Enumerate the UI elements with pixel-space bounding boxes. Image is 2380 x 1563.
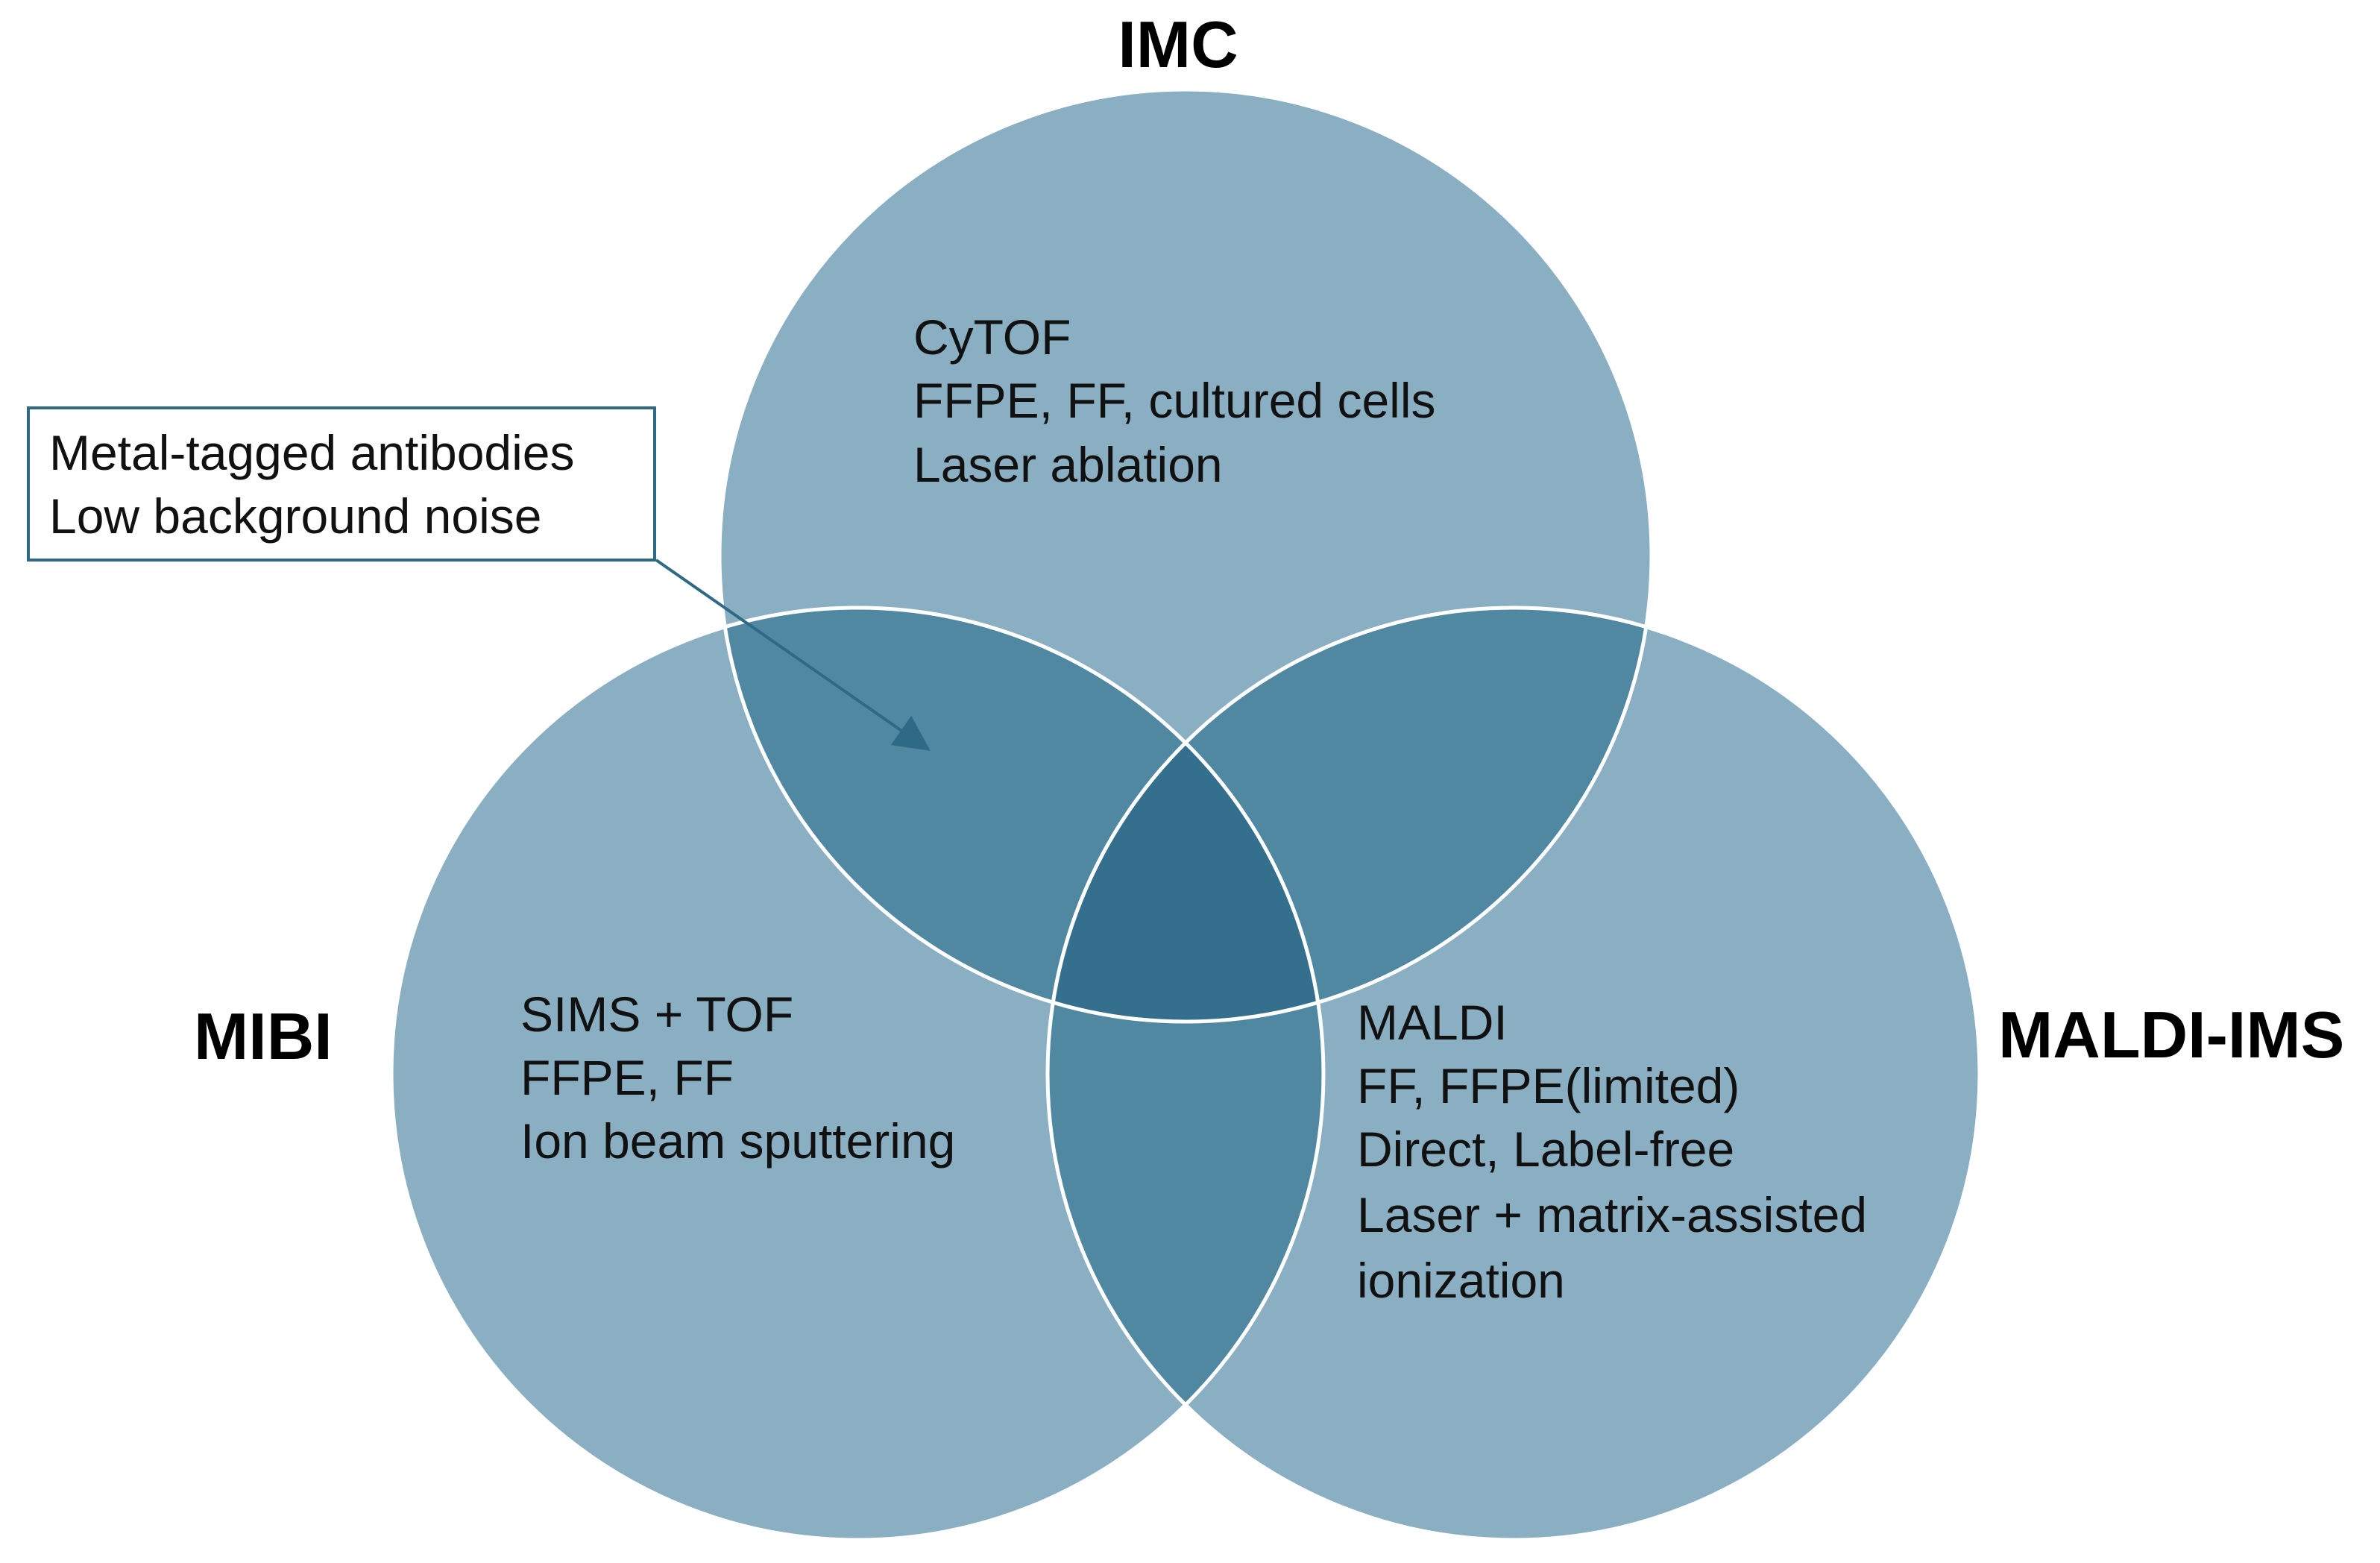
imc-maldi-overlap xyxy=(1048,608,1652,1022)
mibi-line: SIMS + TOF xyxy=(520,987,793,1042)
imc-line: FFPE, FF, cultured cells xyxy=(913,373,1436,428)
imc-mibi-overlap xyxy=(720,608,1323,1022)
mibi-title: MIBI xyxy=(194,999,333,1073)
imc-outline xyxy=(717,87,1654,1024)
imc-line: CyTOF xyxy=(913,309,1071,365)
imc-line: Laser ablation xyxy=(913,437,1223,492)
mibi-outline xyxy=(389,606,1326,1542)
maldi-title: MALDI-IMS xyxy=(1998,998,2344,1072)
callout-line: Low background noise xyxy=(49,488,541,544)
mibi-line: FFPE, FF xyxy=(520,1050,734,1105)
maldi-line: Direct, Label-free xyxy=(1357,1122,1734,1177)
callout-line: Metal-tagged antibodies xyxy=(49,425,574,480)
maldi-line: Laser + matrix-assisted xyxy=(1357,1187,1867,1242)
mibi-line: Ion beam sputtering xyxy=(520,1113,955,1169)
maldi-line: FF, FFPE(limited) xyxy=(1357,1058,1740,1113)
maldi-outline xyxy=(1045,606,1982,1542)
callout-arrow xyxy=(655,559,931,751)
maldi-line: MALDI xyxy=(1357,995,1508,1050)
callout-box xyxy=(27,406,656,562)
imc-title: IMC xyxy=(1118,7,1238,81)
maldi-line: ionization xyxy=(1357,1253,1565,1308)
